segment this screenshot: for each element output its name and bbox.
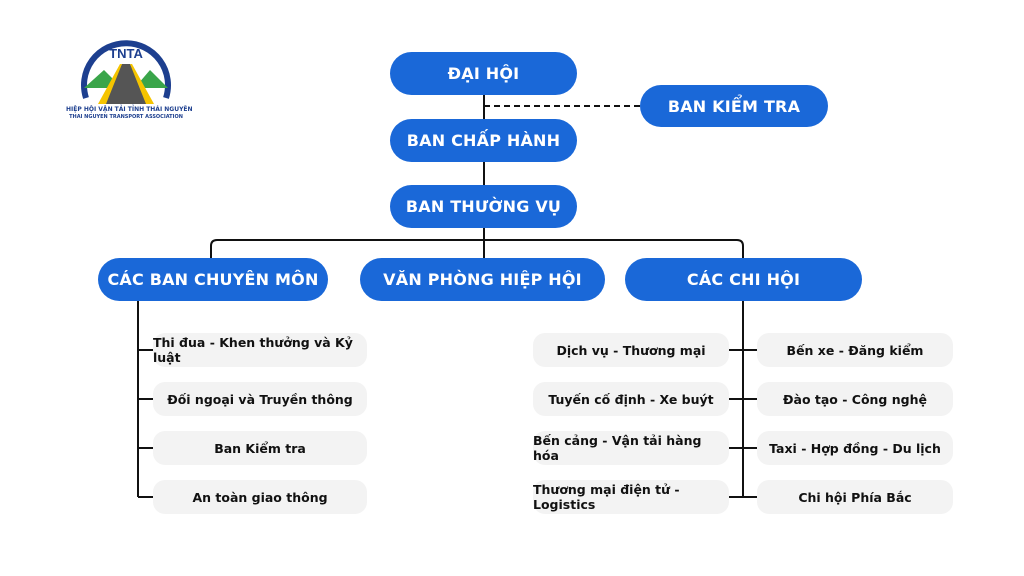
chi-hoi-item[interactable]: Bến xe - Đăng kiểm bbox=[757, 333, 953, 367]
chi-hoi-item[interactable]: Taxi - Hợp đồng - Du lịch bbox=[757, 431, 953, 465]
logo-name-vi: HIỆP HỘI VẬN TẢI TỈNH THÁI NGUYÊN bbox=[66, 106, 193, 113]
chuyen-mon-item[interactable]: Thi đua - Khen thưởng và Kỷ luật bbox=[153, 333, 367, 367]
chuyen-mon-item[interactable]: Ban Kiểm tra bbox=[153, 431, 367, 465]
node-van-phong-hiep-hoi[interactable]: VĂN PHÒNG HIỆP HỘI bbox=[360, 258, 605, 301]
chi-hoi-item[interactable]: Thương mại điện tử - Logistics bbox=[533, 480, 729, 514]
chuyen-mon-item[interactable]: Đối ngoại và Truyền thông bbox=[153, 382, 367, 416]
chi-hoi-item[interactable]: Dịch vụ - Thương mại bbox=[533, 333, 729, 367]
chi-hoi-item[interactable]: Tuyến cố định - Xe buýt bbox=[533, 382, 729, 416]
node-ban-thuong-vu[interactable]: BAN THƯỜNG VỤ bbox=[390, 185, 577, 228]
node-cac-chi-hoi[interactable]: CÁC CHI HỘI bbox=[625, 258, 862, 301]
chi-hoi-item[interactable]: Chi hội Phía Bắc bbox=[757, 480, 953, 514]
chuyen-mon-item[interactable]: An toàn giao thông bbox=[153, 480, 367, 514]
node-ban-chap-hanh[interactable]: BAN CHẤP HÀNH bbox=[390, 119, 577, 162]
svg-text:TNTA: TNTA bbox=[109, 46, 143, 61]
node-ban-kiem-tra[interactable]: BAN KIỂM TRA bbox=[640, 85, 828, 127]
tnta-logo: TNTA HIỆP HỘI VẬN TẢI TỈNH THÁI NGUYÊN T… bbox=[66, 26, 193, 122]
node-dai-hoi[interactable]: ĐẠI HỘI bbox=[390, 52, 577, 95]
road-logo-icon: TNTA bbox=[81, 40, 171, 104]
logo-name-en: THAI NGUYEN TRANSPORT ASSOCIATION bbox=[69, 114, 183, 120]
node-cac-ban-chuyen-mon[interactable]: CÁC BAN CHUYÊN MÔN bbox=[98, 258, 328, 301]
chi-hoi-item[interactable]: Bến cảng - Vận tải hàng hóa bbox=[533, 431, 729, 465]
chi-hoi-item[interactable]: Đào tạo - Công nghệ bbox=[757, 382, 953, 416]
